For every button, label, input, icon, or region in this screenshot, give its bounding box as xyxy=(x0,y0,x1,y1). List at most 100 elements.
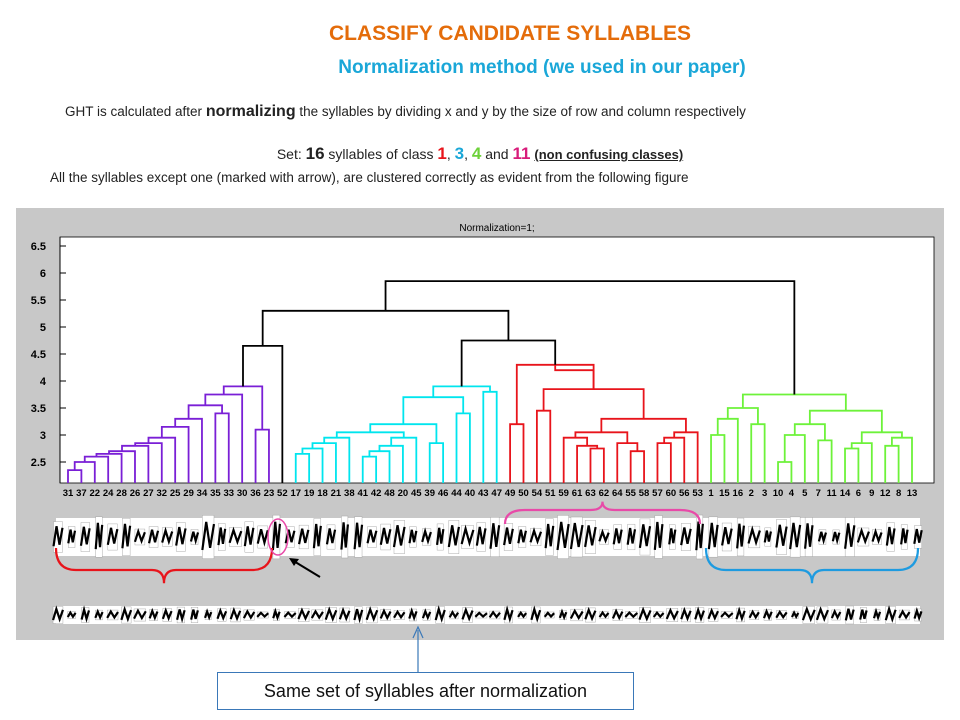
syllable-thumb xyxy=(569,608,584,621)
syllable-thumb xyxy=(243,526,255,547)
leaf-label: 27 xyxy=(143,488,154,499)
leaf-label: 22 xyxy=(90,488,101,499)
syllable-thumb xyxy=(638,524,652,549)
leaf-label: 12 xyxy=(880,488,891,499)
syllable-thumb xyxy=(517,610,528,619)
syllable-thumb xyxy=(707,522,719,550)
syllable-thumb xyxy=(801,605,816,623)
syllable-thumb xyxy=(379,608,392,621)
syllable-thumb xyxy=(340,522,350,550)
syllable-thumb xyxy=(271,521,282,551)
syllable-strip-original xyxy=(52,514,923,560)
syllable-thumb xyxy=(763,530,772,543)
dendrogram-link xyxy=(554,364,595,390)
y-axis: 6.565.554.543.532.5 xyxy=(31,237,66,483)
y-tick-label: 5 xyxy=(40,322,46,334)
syllable-thumb xyxy=(871,528,883,545)
leaf-label: 13 xyxy=(907,488,918,499)
syllable-thumb xyxy=(844,523,856,549)
page-title: CLASSIFY CANDIDATE SYLLABLES xyxy=(328,22,692,45)
syllable-thumb xyxy=(201,521,216,551)
syllable-thumb xyxy=(844,608,855,621)
syllable-thumb xyxy=(830,608,842,621)
syllable-thumb xyxy=(626,527,637,545)
leaf-label: 17 xyxy=(290,488,301,499)
syllable-thumb xyxy=(272,607,281,622)
leaf-label: 54 xyxy=(532,488,543,499)
class-11-label: 11 xyxy=(512,144,531,163)
syllable-thumb xyxy=(448,610,460,620)
class-3-label: 3 xyxy=(454,144,465,163)
brace-pink xyxy=(503,501,702,525)
syllable-thumb xyxy=(434,605,446,623)
syllable-thumb xyxy=(242,609,256,620)
syllable-thumb xyxy=(898,609,911,620)
syllable-thumb xyxy=(791,610,800,620)
syllable-thumb xyxy=(66,610,77,619)
leaf-label: 29 xyxy=(183,488,194,499)
leaf-label: 43 xyxy=(478,488,489,499)
leaf-label: 5 xyxy=(802,488,808,499)
syllable-thumb xyxy=(569,522,584,550)
leaf-label: 57 xyxy=(652,488,663,499)
leaf-label: 62 xyxy=(599,488,610,499)
leaf-label: 49 xyxy=(505,488,516,499)
class-4-label: 4 xyxy=(471,144,482,163)
syllable-thumb xyxy=(175,526,187,546)
syllable-thumb xyxy=(52,526,64,547)
syllable-thumb xyxy=(460,524,475,547)
syllable-thumb xyxy=(148,607,159,621)
dendrogram-link xyxy=(384,280,796,395)
syllable-thumb xyxy=(312,523,322,549)
syllable-thumb xyxy=(884,605,897,623)
set-note: (non confusing classes) xyxy=(534,147,684,162)
arrow-head-icon xyxy=(289,558,299,566)
syllable-thumb xyxy=(831,531,841,545)
syllable-thumb xyxy=(653,521,664,550)
leaf-label: 59 xyxy=(558,488,569,499)
y-tick-label: 4 xyxy=(40,376,47,388)
leaf-label: 1 xyxy=(708,488,714,499)
leaf-label: 46 xyxy=(438,488,449,499)
syllable-thumb xyxy=(338,606,351,622)
leaf-label: 34 xyxy=(197,488,208,499)
y-tick-label: 6.5 xyxy=(31,241,46,253)
syllable-thumb xyxy=(421,608,432,621)
y-tick-label: 5.5 xyxy=(31,295,46,307)
syllable-thumb xyxy=(324,606,338,622)
desc-bold: normalizing xyxy=(205,103,296,120)
leaf-label: 25 xyxy=(170,488,181,499)
syllable-thumb xyxy=(900,528,909,545)
syllable-thumb xyxy=(680,606,692,622)
leaf-label: 30 xyxy=(237,488,248,499)
leaf-label: 42 xyxy=(371,488,382,499)
syllable-thumb xyxy=(775,609,788,620)
leaf-label: 35 xyxy=(210,488,221,499)
syllable-thumb xyxy=(147,529,160,544)
leaf-label: 7 xyxy=(816,488,821,499)
set-description: Set: 16 syllables of class 1, 3, 4 and 1… xyxy=(0,144,960,164)
syllable-thumb xyxy=(624,611,639,619)
syllable-thumb xyxy=(256,528,269,547)
page-subtitle: Normalization method (we used in our pap… xyxy=(338,57,746,78)
syllable-thumb xyxy=(680,527,692,546)
syllable-thumb xyxy=(325,528,337,545)
syllable-thumb xyxy=(461,606,474,622)
leaf-label: 9 xyxy=(869,488,874,499)
leaf-label: 14 xyxy=(840,488,851,499)
syllable-strip-normalized xyxy=(51,605,923,625)
syllable-thumb xyxy=(817,531,828,545)
syllable-thumb xyxy=(216,607,228,622)
strip-original-bg xyxy=(56,518,920,556)
leaf-label: 47 xyxy=(491,488,502,499)
syllable-thumb xyxy=(106,609,119,620)
syllable-thumb xyxy=(435,527,445,545)
syllable-thumb xyxy=(161,607,173,622)
leaf-label: 33 xyxy=(223,488,234,499)
syllable-thumb xyxy=(665,607,679,621)
y-tick-label: 2.5 xyxy=(31,457,46,469)
syllable-thumb xyxy=(365,606,379,623)
syllable-thumb xyxy=(503,527,514,546)
